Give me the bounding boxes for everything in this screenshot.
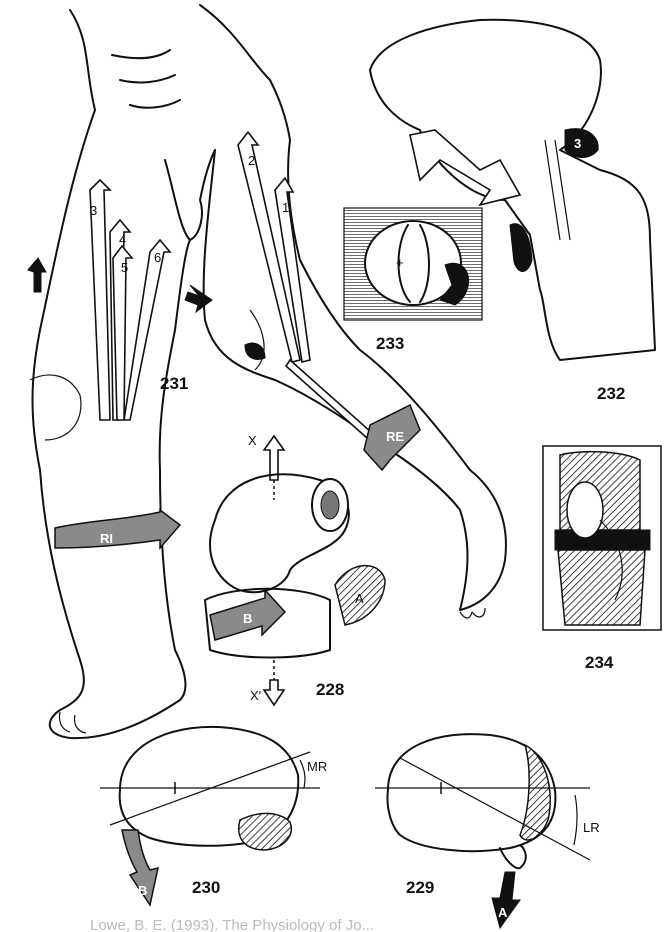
arrow-label-B-230: B: [138, 883, 147, 898]
source-caption: Lowe, B. E. (1993). The Physiology of Jo…: [90, 917, 374, 932]
muscle-arrows: [90, 132, 380, 446]
figure-number-232: 232: [597, 384, 625, 403]
ligament-arrow: [410, 130, 520, 205]
angle-label-MR: MR: [307, 759, 327, 774]
ligament-insertion: [565, 129, 598, 158]
ligament-label-3: 3: [574, 136, 581, 151]
angle-label-LR: LR: [583, 820, 600, 835]
axis-arrow-bottom: [264, 680, 284, 705]
rotation-label-RI: RI: [100, 531, 113, 546]
figure-number-230: 230: [192, 878, 220, 897]
arrow-label-B: B: [243, 611, 252, 626]
figure-number-233: 233: [376, 334, 404, 353]
figure-number-228: 228: [316, 680, 344, 699]
figure-number-229: 229: [406, 878, 434, 897]
muscle-label-4: 4: [119, 232, 126, 247]
center-mark-233: +: [396, 255, 404, 270]
figure-number-231: 231: [160, 374, 188, 393]
arrow-label-A-229: A: [498, 905, 508, 920]
figure-number-234: 234: [585, 653, 614, 672]
meniscus-shadow: [510, 224, 532, 272]
muscle-label-3: 3: [90, 203, 97, 218]
figure-234: 234: [543, 446, 661, 672]
muscle-label-2: 2: [248, 153, 255, 168]
rotation-label-RE: RE: [386, 429, 404, 444]
pointer-arrow-left: [28, 258, 46, 292]
figure-230: MR B 230: [100, 727, 327, 905]
knee-shadow: [245, 343, 265, 359]
pointer-arrow-right: [185, 285, 212, 312]
figure-228: X B A X' 228: [205, 433, 385, 705]
figure-229: LR A 229: [375, 734, 600, 928]
arrow-label-A: A: [355, 591, 364, 606]
muscle-label-6: 6: [154, 250, 161, 265]
axis-label-bottom: X': [250, 688, 261, 703]
muscle-label-1: 1: [282, 200, 289, 215]
muscle-label-5: 5: [121, 260, 128, 275]
figure-233: + 233: [344, 208, 482, 353]
rotation-band-RI: [55, 510, 180, 548]
axis-label-top: X: [248, 433, 257, 448]
